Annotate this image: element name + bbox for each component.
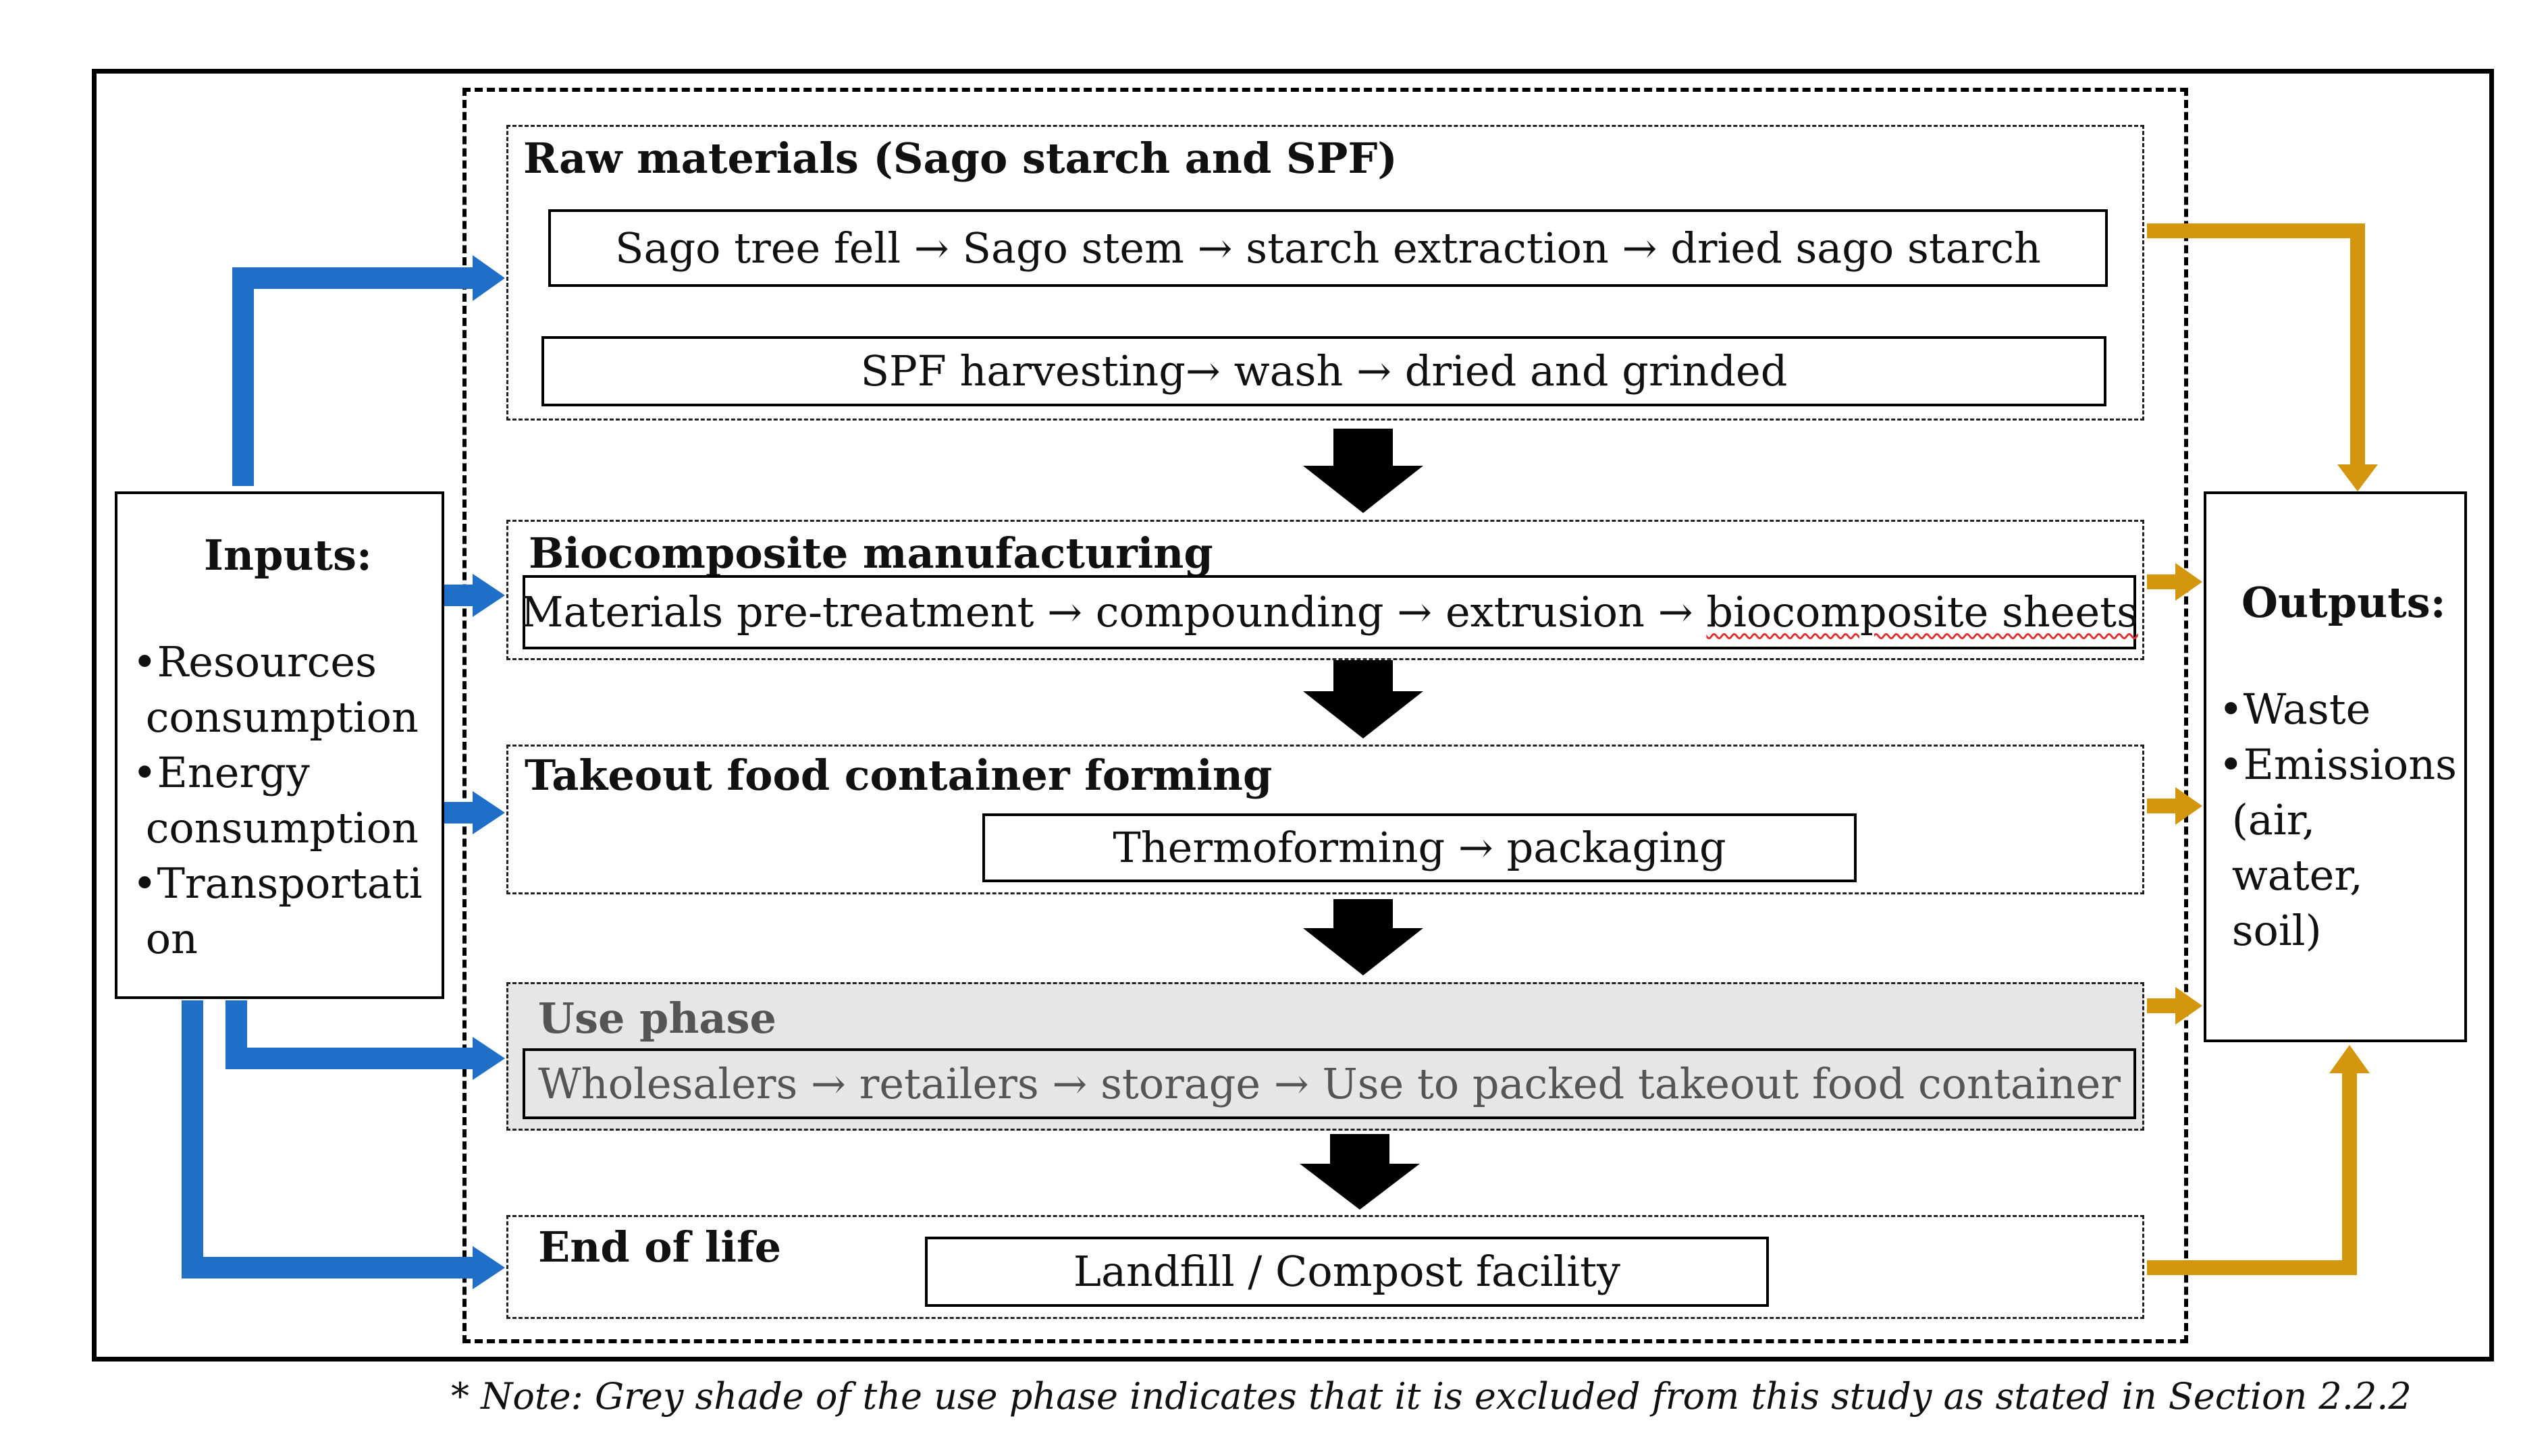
spf-process-box: SPF harvesting→ wash → dried and grinded <box>541 336 2106 406</box>
outputs-list: •Waste •Emissions (air, water, soil) <box>2219 682 2457 959</box>
input-arrows <box>182 267 479 1278</box>
inputs-line: consumption <box>132 693 419 742</box>
flow-arrows <box>1300 429 1423 1210</box>
arrowhead <box>473 574 505 617</box>
arrowhead <box>473 791 505 834</box>
inputs-box: Inputs: •Resources consumption •Energy c… <box>115 491 444 999</box>
input-arrow-use-phase <box>225 1000 473 1069</box>
flow-arrow-raw-to-biocomposite <box>1303 429 1423 513</box>
flow-arrow-forming-to-use <box>1303 899 1423 975</box>
thermoforming-box: Thermoforming → packaging <box>982 813 1857 882</box>
input-arrow-end-of-life <box>182 1000 473 1278</box>
input-arrow-raw-materials <box>232 267 473 486</box>
arrowhead <box>2175 563 2202 601</box>
inputs-line: consumption <box>132 803 419 853</box>
footnote: * Note: Grey shade of the use phase indi… <box>451 1375 2412 1418</box>
end-of-life-box: Landfill / Compost facility <box>925 1237 1769 1307</box>
use-phase-process-box: Wholesalers → retailers → storage → Use … <box>523 1048 2136 1119</box>
output-arrow-raw-materials <box>2147 223 2365 466</box>
output-arrow-end-of-life <box>2147 1073 2357 1275</box>
process-text: Materials pre-treatment → compounding → … <box>521 587 1707 637</box>
arrowhead <box>2337 464 2378 491</box>
arrowhead <box>2175 987 2202 1025</box>
biocomposite-process-box: Materials pre-treatment → compounding → … <box>521 575 2138 649</box>
stage-title: Raw materials (Sago starch and SPF) <box>523 134 1398 183</box>
stage-title: Biocomposite manufacturing <box>529 529 1213 578</box>
arrowhead <box>2175 787 2202 825</box>
outputs-title: Outputs: <box>2241 578 2446 627</box>
inputs-list: •Resources consumption •Energy consumpti… <box>132 635 423 967</box>
inputs-line: •Transportati <box>132 859 423 908</box>
flow-arrow-biocomposite-to-forming <box>1303 660 1423 738</box>
inputs-title: Inputs: <box>204 531 372 580</box>
sago-process-box: Sago tree fell → Sago stem → starch extr… <box>548 209 2108 287</box>
system-boundary <box>462 88 2188 1343</box>
arrowhead <box>473 1246 505 1289</box>
flow-arrow-use-to-end-of-life <box>1300 1134 1420 1210</box>
arrowhead <box>473 1037 505 1080</box>
outer-frame <box>92 69 2494 1361</box>
outputs-line: soil) <box>2219 906 2322 955</box>
input-arrowheads <box>473 255 505 1289</box>
inputs-line: •Energy <box>132 748 310 797</box>
arrowhead <box>473 255 505 301</box>
inputs-line: on <box>132 914 198 963</box>
inputs-line: •Resources <box>132 637 377 686</box>
stage-title: Takeout food container forming <box>525 751 1273 800</box>
arrowhead <box>2329 1045 2370 1073</box>
stage-title: Use phase <box>538 994 776 1043</box>
outputs-box: Outputs: •Waste •Emissions (air, water, … <box>2204 491 2467 1042</box>
outputs-line: •Emissions <box>2219 740 2457 789</box>
stage-title: End of life <box>538 1222 782 1272</box>
outputs-line: (air, <box>2219 795 2316 844</box>
outputs-line: water, <box>2219 851 2363 900</box>
output-arrowheads <box>2175 464 2378 1073</box>
output-arrows <box>2147 223 2365 1275</box>
process-text-underlined: biocomposite sheets <box>1706 587 2138 637</box>
outputs-line: •Waste <box>2219 684 2371 734</box>
